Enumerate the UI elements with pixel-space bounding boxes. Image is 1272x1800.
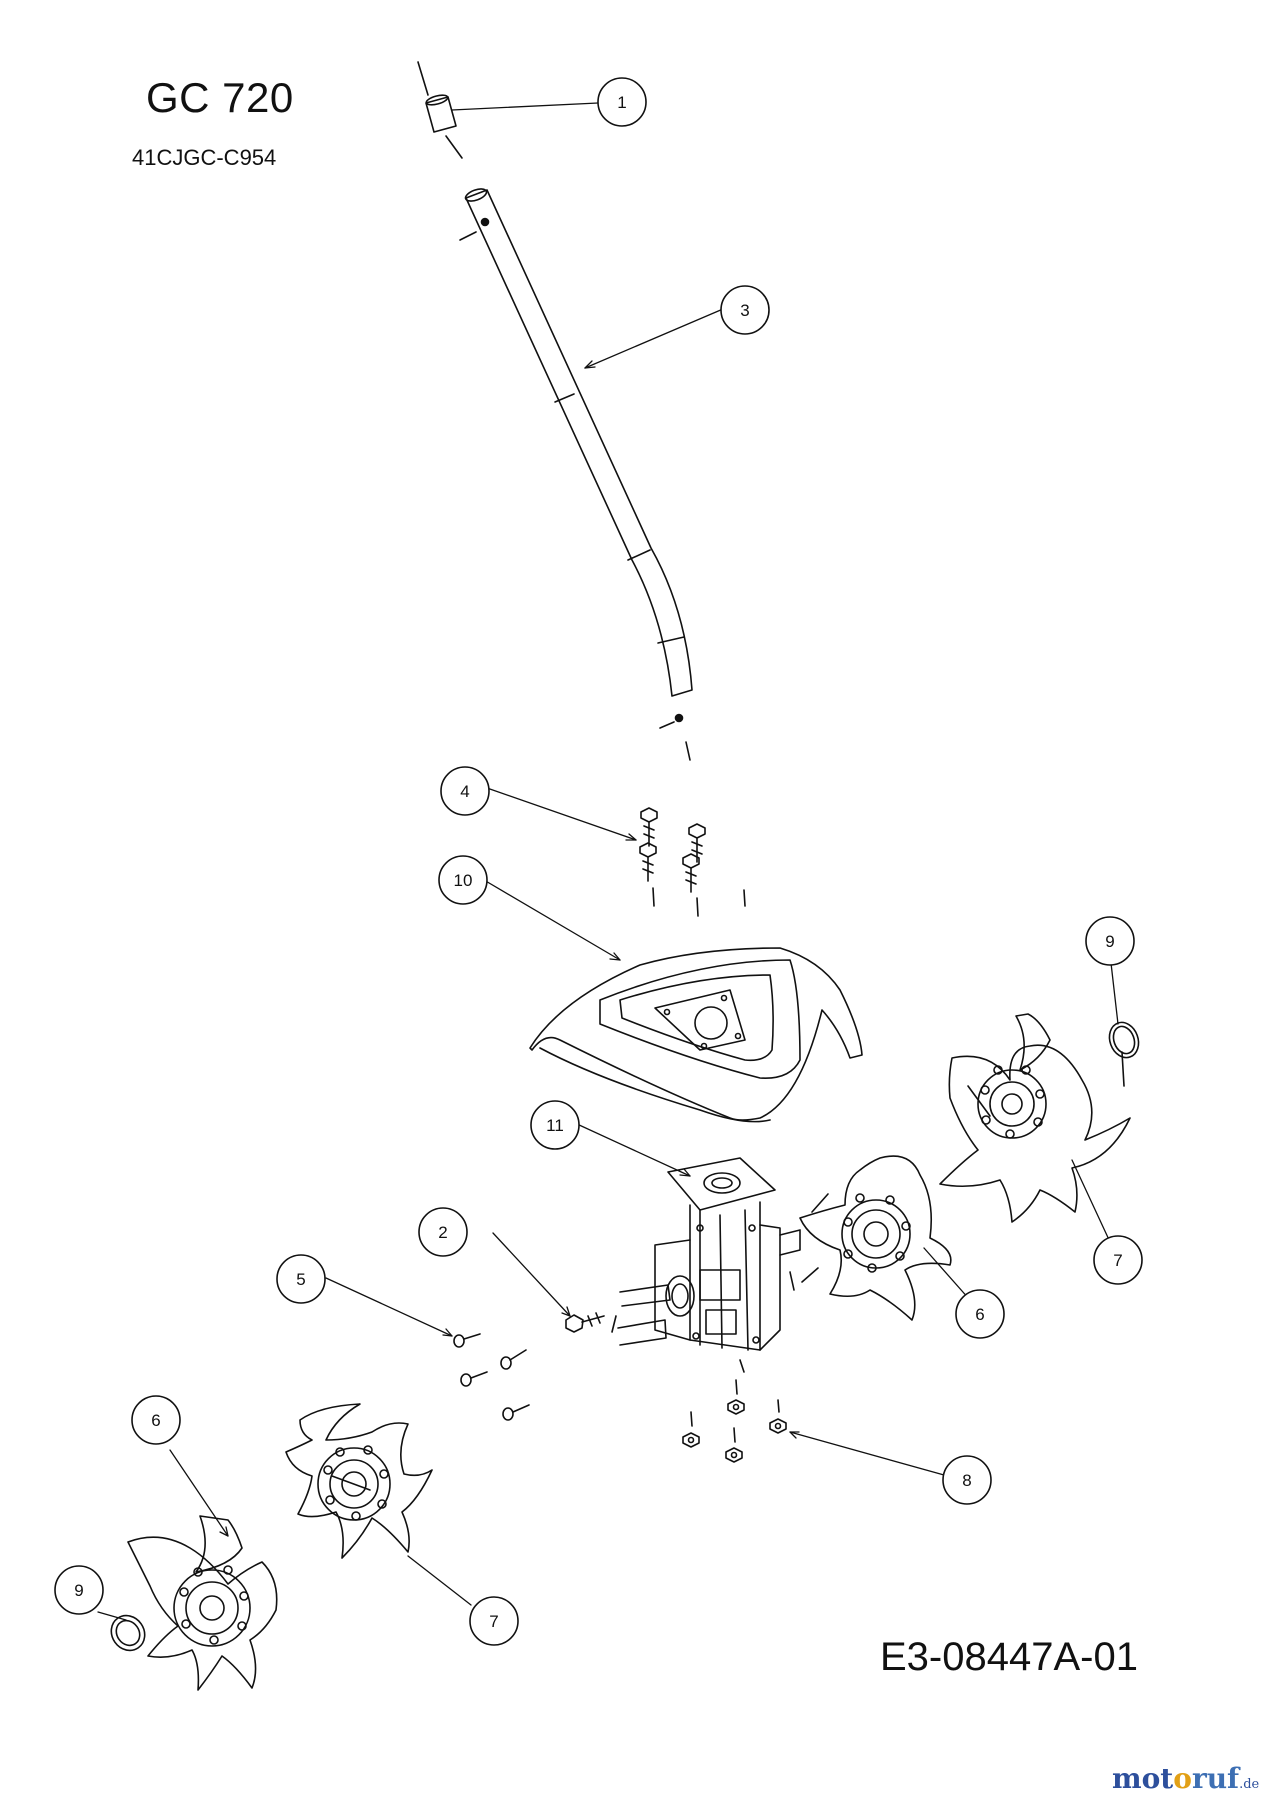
part-gearbox[interactable] xyxy=(611,1157,801,1373)
brand-part: ruf xyxy=(1191,1762,1240,1795)
callout-label: 1 xyxy=(617,93,626,112)
part-bolts-upper[interactable] xyxy=(639,807,746,917)
part-handle-tube[interactable] xyxy=(459,187,693,761)
part-tine-shield[interactable] xyxy=(529,947,863,1123)
callout-label: 7 xyxy=(489,1612,498,1631)
part-lynch-pin-right[interactable] xyxy=(1105,1018,1144,1087)
callout-label: 6 xyxy=(975,1305,984,1324)
part-bolts-tine[interactable] xyxy=(453,1333,530,1421)
callout-5[interactable] xyxy=(276,1254,326,1304)
callout-4[interactable] xyxy=(440,766,490,816)
callout-label: 5 xyxy=(296,1270,305,1289)
brand-tld: .de xyxy=(1239,1777,1260,1792)
part-bolt-gearbox[interactable] xyxy=(565,1312,605,1333)
model-number: 41CJGC-C954 xyxy=(132,145,277,170)
callout-label: 2 xyxy=(438,1223,447,1242)
callout-8[interactable] xyxy=(942,1455,992,1505)
callout-1[interactable] xyxy=(597,77,647,127)
callout-label: 8 xyxy=(962,1471,971,1490)
callout-3[interactable] xyxy=(720,285,770,335)
callout-6-left[interactable] xyxy=(131,1395,181,1445)
part-tine-right-outer[interactable] xyxy=(939,1013,1131,1223)
callout-11[interactable] xyxy=(530,1100,580,1150)
part-nuts[interactable] xyxy=(682,1379,787,1463)
callout-label: 4 xyxy=(460,782,469,801)
part-grip-cap[interactable] xyxy=(417,61,463,159)
callout-7-right[interactable] xyxy=(1093,1235,1143,1285)
callout-label: 11 xyxy=(546,1116,564,1135)
callout-label: 9 xyxy=(1105,932,1114,951)
callout-9-right[interactable] xyxy=(1085,916,1135,966)
callout-7-left[interactable] xyxy=(469,1596,519,1646)
callout-label: 3 xyxy=(740,301,749,320)
callout-label: 9 xyxy=(74,1581,83,1600)
callout-label: 10 xyxy=(454,871,473,890)
leader-lines xyxy=(97,102,1119,1621)
callout-6-right[interactable] xyxy=(955,1289,1005,1339)
callout-2[interactable] xyxy=(418,1207,468,1257)
part-tine-left-outer[interactable] xyxy=(127,1515,278,1691)
model-title: GC 720 xyxy=(146,74,294,121)
callout-label: 6 xyxy=(151,1411,160,1430)
callout-10[interactable] xyxy=(438,855,488,905)
callouts xyxy=(54,77,1143,1646)
callout-label: 7 xyxy=(1113,1251,1122,1270)
callout-9-left[interactable] xyxy=(54,1565,104,1615)
callout-labels: 1 3 4 10 9 11 7 2 5 6 6 8 9 7 xyxy=(74,93,1122,1631)
part-tine-right-inner[interactable] xyxy=(799,1155,952,1321)
brand-part: o xyxy=(1173,1762,1192,1795)
brand-logo[interactable]: motoruf.de xyxy=(1112,1762,1259,1795)
part-tine-left-inner[interactable] xyxy=(285,1403,433,1559)
drawing-code: E3-08447A-01 xyxy=(880,1635,1138,1679)
brand-part: mot xyxy=(1112,1762,1174,1795)
